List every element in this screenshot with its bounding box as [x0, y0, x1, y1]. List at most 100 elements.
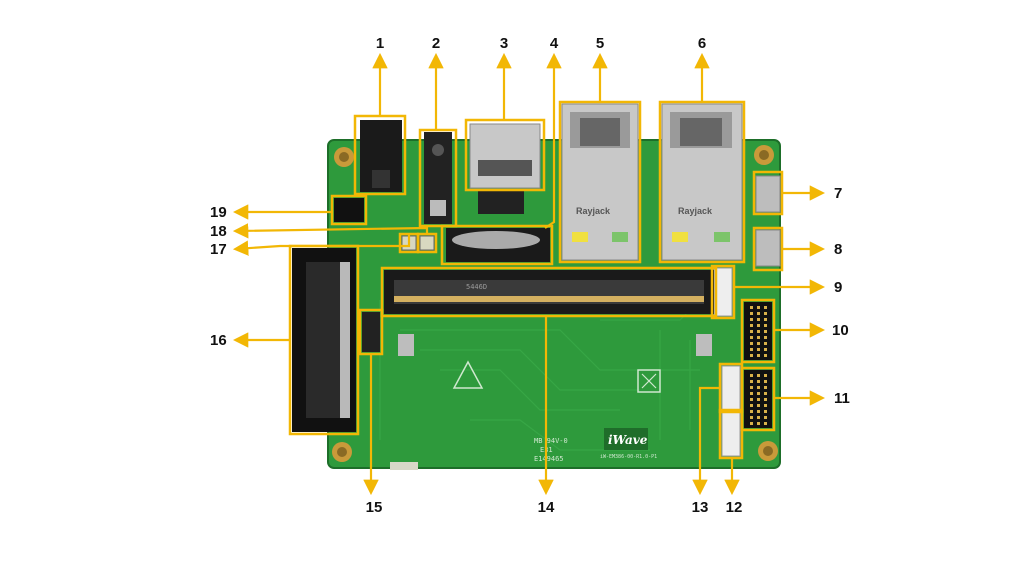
header-pin [764, 342, 767, 345]
header-pin [764, 330, 767, 333]
silk-text-line1: MB 94V-0 [534, 437, 568, 445]
header-pin [764, 416, 767, 419]
white-connector-13 [721, 365, 741, 411]
header-pin [750, 380, 753, 383]
header-pin [750, 398, 753, 401]
header-pin [757, 374, 760, 377]
header-pin [750, 330, 753, 333]
callout-2: 2 [432, 35, 440, 52]
highlight-14 [380, 266, 718, 318]
header-pin [750, 422, 753, 425]
mounting-holes [332, 145, 778, 462]
ethernet-port-2: Rayjack [661, 103, 743, 261]
header-pin [764, 386, 767, 389]
header-pin [750, 410, 753, 413]
header-pin [764, 354, 767, 357]
callout-9: 9 [834, 279, 842, 296]
header-pin [757, 422, 760, 425]
fpc-connector [334, 198, 364, 222]
header-pin [764, 392, 767, 395]
header-pin [757, 324, 760, 327]
micro-usb-1 [755, 175, 781, 213]
header-pin [750, 336, 753, 339]
silk-text-line3: E149465 [534, 455, 564, 463]
header-pin [764, 318, 767, 321]
header-pin [750, 324, 753, 327]
callout-7: 7 [834, 185, 842, 202]
callout-11: 11 [834, 390, 850, 407]
header-pin [757, 354, 760, 357]
header-pin [750, 386, 753, 389]
callout-8: 8 [834, 241, 842, 258]
header-pin [750, 318, 753, 321]
header-pin [757, 398, 760, 401]
header-pin [757, 392, 760, 395]
header-pin [764, 324, 767, 327]
header-pin [757, 330, 760, 333]
weee-symbol [637, 369, 661, 393]
header-pin [750, 354, 753, 357]
header-pin [750, 348, 753, 351]
callout-labels: 1 2 3 4 5 6 7 8 9 10 11 12 13 14 15 16 1… [210, 35, 850, 516]
iwave-logo: iWave [608, 433, 648, 447]
callout-10: 10 [832, 322, 849, 339]
callout-17: 17 [210, 241, 227, 258]
highlight-4 [440, 224, 554, 266]
callout-15: 15 [366, 499, 383, 516]
callout-3: 3 [500, 35, 508, 52]
callout-1: 1 [376, 35, 384, 52]
header-pin [757, 410, 760, 413]
header-pin [750, 392, 753, 395]
header-pin [764, 398, 767, 401]
header-pin [750, 342, 753, 345]
highlight-2 [418, 128, 458, 228]
header-pin [757, 404, 760, 407]
callout-5: 5 [596, 35, 604, 52]
header-pin [757, 380, 760, 383]
highlight-19 [330, 194, 368, 226]
esd-symbol [452, 360, 484, 389]
rj45-brand-2: Rayjack [678, 206, 713, 216]
header-pin [757, 386, 760, 389]
micro-usb-2 [755, 229, 781, 267]
header-pin [764, 336, 767, 339]
callout-14: 14 [538, 499, 555, 516]
callout-19: 19 [210, 204, 227, 221]
rj45-brand-1: Rayjack [576, 206, 611, 216]
header-pin [764, 380, 767, 383]
header-pin [764, 422, 767, 425]
components: Rayjack Rayjack [292, 103, 781, 457]
sata-connector [292, 248, 356, 432]
callout-4: 4 [550, 35, 559, 52]
header-pin [750, 404, 753, 407]
header-pin [764, 374, 767, 377]
header-pin [757, 336, 760, 339]
header-pin [764, 404, 767, 407]
header-pin [764, 410, 767, 413]
callout-12: 12 [726, 499, 743, 516]
pcb-code: iW-EM386-00-R1.0-P1 [600, 454, 657, 460]
connector-code: 5446D [466, 283, 487, 291]
header-pin [757, 348, 760, 351]
leader-lines [232, 52, 826, 496]
header-pin [757, 342, 760, 345]
header-pin [764, 306, 767, 309]
header-pin [764, 348, 767, 351]
header-pin [750, 312, 753, 315]
header-pin [750, 374, 753, 377]
header-pin [764, 312, 767, 315]
highlight-9 [710, 264, 736, 320]
hdmi-connector [469, 123, 541, 189]
som-connector: 5446D [384, 270, 714, 356]
header-pin [757, 318, 760, 321]
callout-6: 6 [698, 35, 706, 52]
boot-switch [362, 312, 380, 352]
header-pin [757, 312, 760, 315]
callout-13: 13 [692, 499, 709, 516]
ethernet-port-1: Rayjack [561, 103, 639, 261]
header-pin [750, 306, 753, 309]
header-pin [750, 416, 753, 419]
white-connector-12 [721, 411, 741, 457]
header-pin [757, 306, 760, 309]
